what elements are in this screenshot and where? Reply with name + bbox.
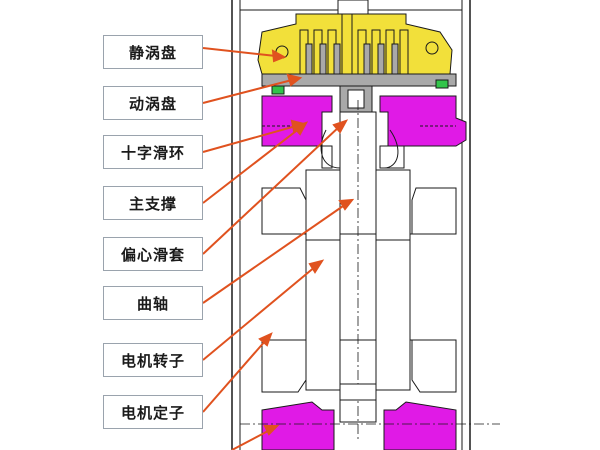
label-main-bearing: 主支撑 bbox=[103, 186, 203, 220]
leader-lines bbox=[202, 47, 355, 450]
label-oldham-ring: 十字滑环 bbox=[103, 135, 203, 169]
label-crankshaft: 曲轴 bbox=[103, 286, 203, 320]
motor-stator bbox=[261, 187, 457, 393]
label-motor-stator: 电机定子 bbox=[103, 395, 203, 429]
label-motor-rotor: 电机转子 bbox=[103, 343, 203, 377]
motor-rotor bbox=[305, 169, 411, 391]
fixed-scroll bbox=[257, 13, 453, 75]
orbiting-scroll bbox=[261, 43, 457, 113]
label-fixed-scroll: 静涡盘 bbox=[103, 35, 203, 69]
label-orbiting-scroll: 动涡盘 bbox=[103, 86, 203, 120]
label-eccentric-bushing: 偏心滑套 bbox=[103, 237, 203, 271]
main-bearing bbox=[261, 95, 467, 169]
lower-bearing bbox=[261, 401, 457, 450]
